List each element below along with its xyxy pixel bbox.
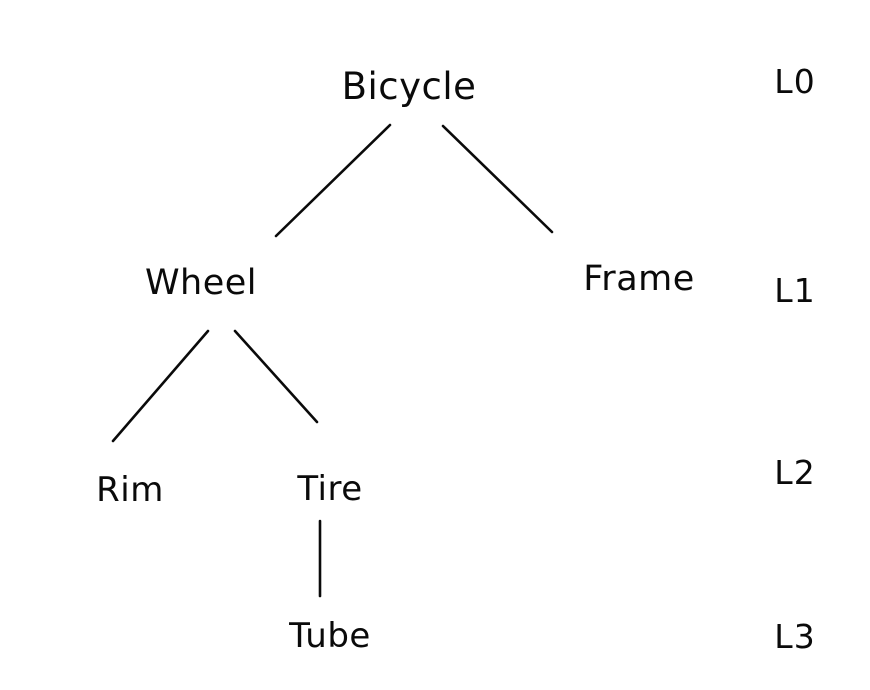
level-label-l0: L0 xyxy=(774,62,816,102)
edge-wheel-rim xyxy=(111,329,210,443)
node-wheel[interactable]: Wheel xyxy=(144,262,258,303)
edge-bicycle-frame xyxy=(441,124,554,234)
node-tire[interactable]: Tire xyxy=(297,469,363,510)
level-label-l3: L3 xyxy=(774,617,816,657)
node-frame[interactable]: Frame xyxy=(583,258,695,299)
level-label-l1: L1 xyxy=(774,271,816,311)
edge-wheel-tire xyxy=(233,329,319,424)
node-tube[interactable]: Tube xyxy=(289,616,371,657)
node-rim[interactable]: Rim xyxy=(96,470,164,511)
node-bicycle[interactable]: Bicycle xyxy=(341,65,477,109)
edge-bicycle-wheel xyxy=(274,123,392,238)
level-label-l2: L2 xyxy=(774,453,816,493)
